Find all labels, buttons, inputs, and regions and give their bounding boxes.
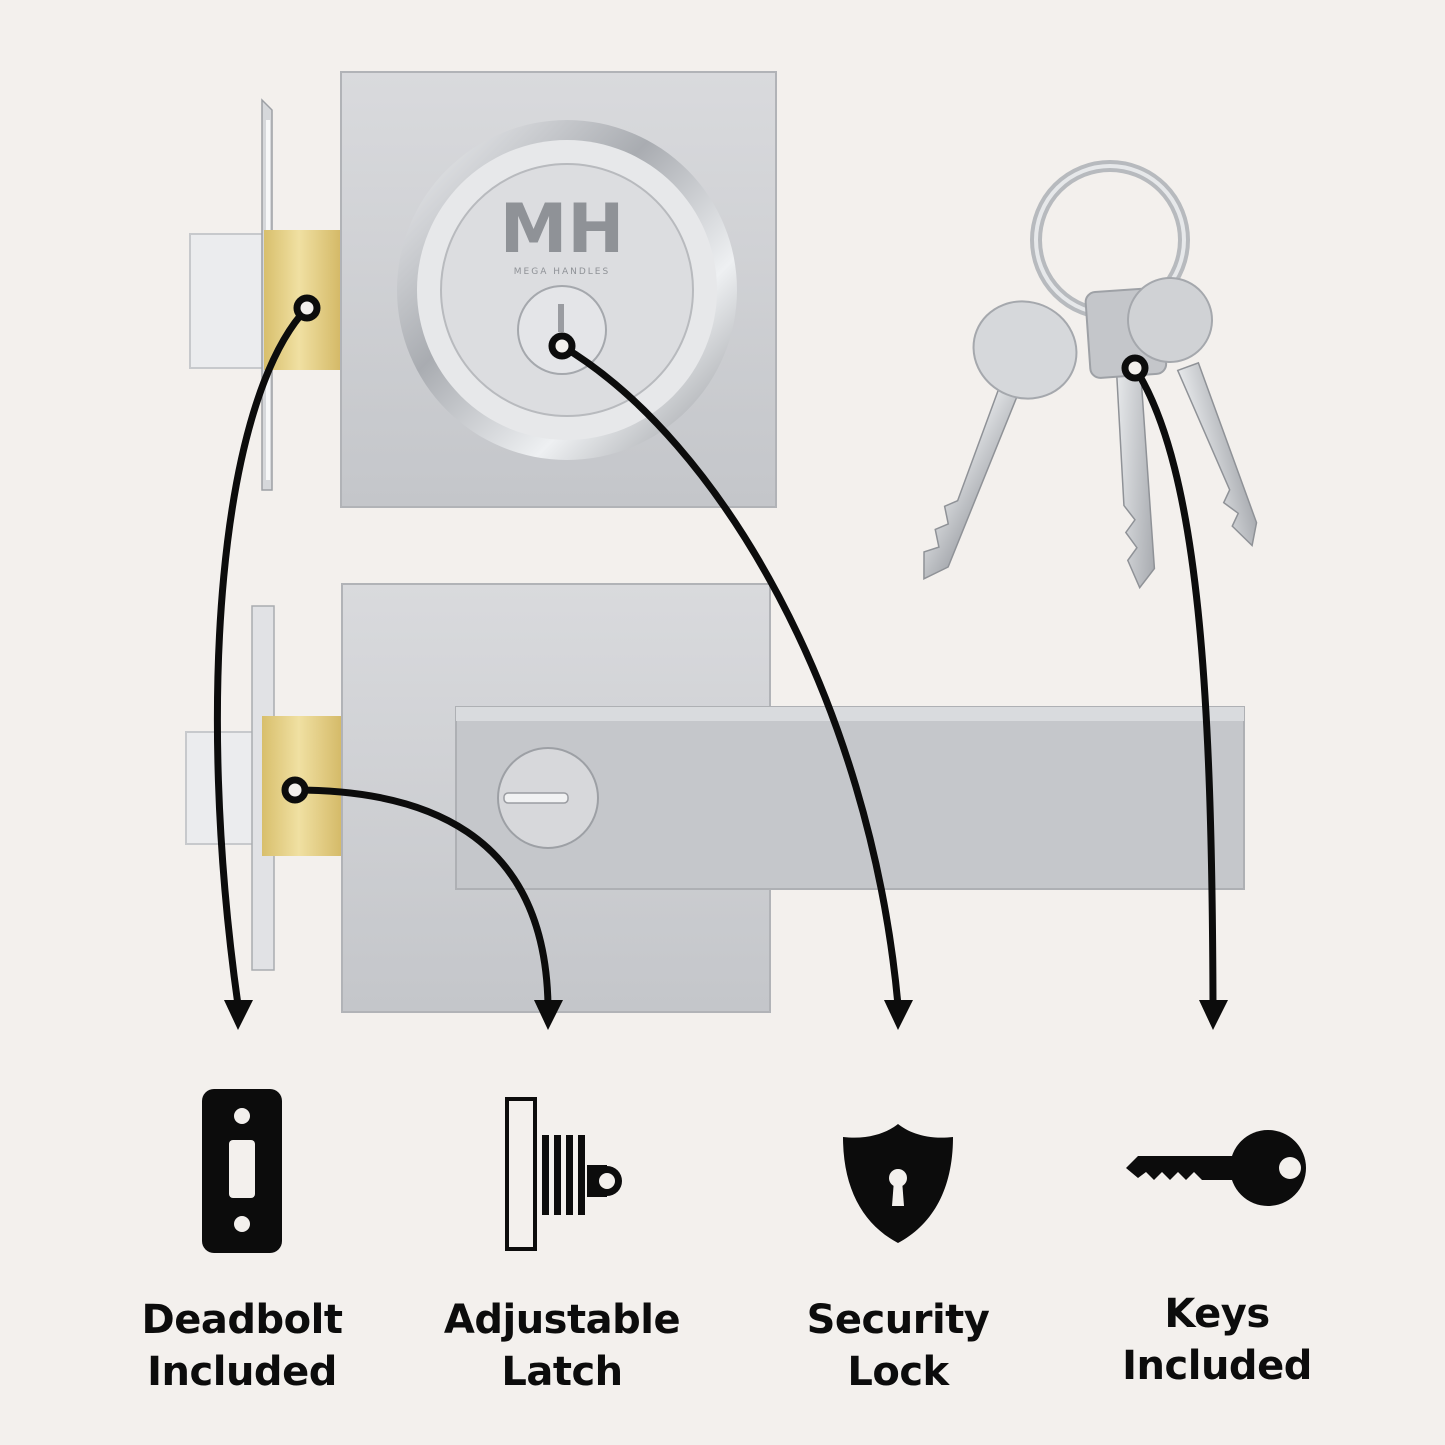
brand-logo-text: MEGA HANDLES	[514, 267, 610, 277]
feature-keys-label: Keys Included	[1067, 1288, 1367, 1392]
feature-deadbolt-line1: Deadbolt	[141, 1297, 343, 1343]
arrow-origin-dots	[281, 294, 1149, 804]
feature-keys-line2: Included	[1122, 1343, 1312, 1389]
arrow-deadbolt	[213, 304, 311, 1009]
deadbolt-plate-icon	[202, 1089, 282, 1253]
arrow-heads	[224, 1000, 1228, 1030]
feature-deadbolt-label: Deadbolt Included	[92, 1294, 392, 1398]
feature-deadbolt-line2: Included	[147, 1349, 337, 1395]
feature-security-line1: Security	[806, 1297, 990, 1343]
feature-latch-label: Adjustable Latch	[412, 1294, 712, 1398]
feature-keys-line1: Keys	[1164, 1291, 1270, 1337]
adjustable-latch-icon	[505, 1097, 622, 1251]
lever-assembly	[185, 583, 1245, 1013]
feature-latch-line2: Latch	[501, 1349, 623, 1395]
feature-security-label: Security Lock	[748, 1294, 1048, 1398]
brand-logo-mark: MH	[500, 190, 625, 269]
key-icon	[1126, 1130, 1306, 1206]
callout-arrows	[213, 304, 1217, 1009]
arrow-security	[558, 342, 902, 1009]
arrow-keys	[1131, 364, 1217, 1009]
feature-security-line2: Lock	[847, 1349, 949, 1395]
shield-keyhole-icon	[843, 1124, 953, 1243]
arrow-latch	[291, 786, 552, 1009]
feature-latch-line1: Adjustable	[443, 1297, 681, 1343]
keys-photo	[923, 160, 1258, 590]
deadbolt-assembly: MH MEGA HANDLES	[189, 71, 777, 508]
